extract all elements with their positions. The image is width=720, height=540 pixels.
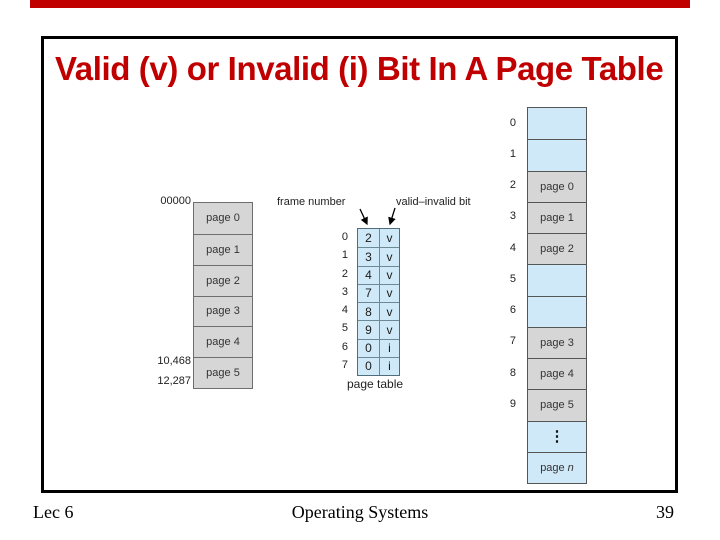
frame-index [499,451,521,482]
frame-index: 7 [509,335,516,348]
valid-bit-cell: i [379,356,399,375]
memory-page-cell: page 2 [194,264,252,296]
slide-title: Valid (v) or Invalid (i) Bit In A Page T… [55,50,664,87]
frame-number-cell: 4 [358,265,379,284]
physical-memory-column: page 0 page 1 page 2 page 3 page 4 page … [527,107,587,484]
frame-index: 0 [509,116,516,129]
page-table-label: page table [347,377,404,391]
footer-page-number: 39 [656,502,674,522]
valid-bit-cell: v [379,265,399,284]
page-table: 2 v 3 v 4 v 7 v 8 v 9 v 0 i 0 i [357,228,400,376]
footer-course-label: Operating Systems [291,502,429,522]
physical-frame-cell: page 1 [528,201,586,233]
frame-number-arrow-icon [359,208,368,226]
valid-bit-cell: v [379,302,399,321]
frame-index: 8 [509,366,516,379]
memory-page-cell: page 5 [194,357,252,388]
frame-index: 6 [509,304,516,317]
valid-invalid-arrow-icon [388,207,396,226]
valid-bit-cell: v [379,247,399,266]
physical-frame-cell [528,139,586,171]
page-index: 1 [341,249,348,262]
page-index: 2 [341,267,348,280]
frame-index: 1 [509,147,516,160]
address-label-12287: 12,287 [157,375,191,387]
footer-lecture-label: Lec 6 [33,502,74,522]
page-index: 0 [341,231,348,244]
physical-frame-cell: page 4 [528,358,586,390]
page-table-index-column: 0 1 2 3 4 5 6 7 [334,228,352,374]
page-index: 4 [341,304,348,317]
frame-number-cell: 0 [358,338,379,357]
top-accent-bar [30,0,690,8]
frame-index: 5 [509,272,516,285]
page-n-text: page [540,461,565,474]
frame-index: 4 [509,241,516,254]
physical-frame-cell [528,108,586,140]
page-n-variable: n [567,461,574,474]
page-index: 3 [341,285,348,298]
frame-number-cell: 2 [365,231,372,246]
page-index: 7 [341,358,348,371]
memory-page-cell: page 4 [194,326,252,357]
address-label-start: 00000 [160,195,191,207]
physical-frame-cell [528,295,586,327]
frame-index: 3 [509,210,516,223]
frame-number-cell: 8 [358,302,379,320]
page-index: 5 [341,322,348,335]
physical-frame-cell: page 3 [528,326,586,358]
physical-memory-index-column: 0 1 2 3 4 5 6 7 8 9 [499,107,521,482]
frame-index: 9 [509,397,516,410]
physical-frame-cell [528,264,586,296]
memory-page-cell: page 0 [206,212,240,225]
frame-index [499,420,521,451]
physical-frame-cell: page 5 [528,389,586,421]
pointer-arrows-icon [359,207,396,226]
address-label-10468: 10,468 [157,355,191,367]
frame-number-cell: 9 [358,320,379,338]
valid-invalid-bit-label: valid–invalid bit [396,196,471,208]
ellipsis-cell: ⋮ [528,420,586,452]
physical-frame-cell: page 2 [528,233,586,265]
valid-bit-cell: v [379,229,399,248]
frame-number-cell: 3 [358,247,379,265]
valid-bit-cell: v [379,320,399,339]
physical-frame-cell: page 0 [528,170,586,202]
frame-number-cell: 7 [358,283,379,302]
frame-index: 2 [509,179,516,192]
memory-page-cell: page 3 [194,295,252,327]
page-index: 6 [341,340,348,353]
valid-bit-cell: i [379,338,399,357]
frame-number-label: frame number [277,196,346,208]
logical-memory-column: page 0 page 1 page 2 page 3 page 4 page … [193,202,253,389]
frame-number-cell: 0 [358,356,379,375]
memory-page-cell: page 1 [194,233,252,265]
valid-bit-cell: v [379,283,399,302]
